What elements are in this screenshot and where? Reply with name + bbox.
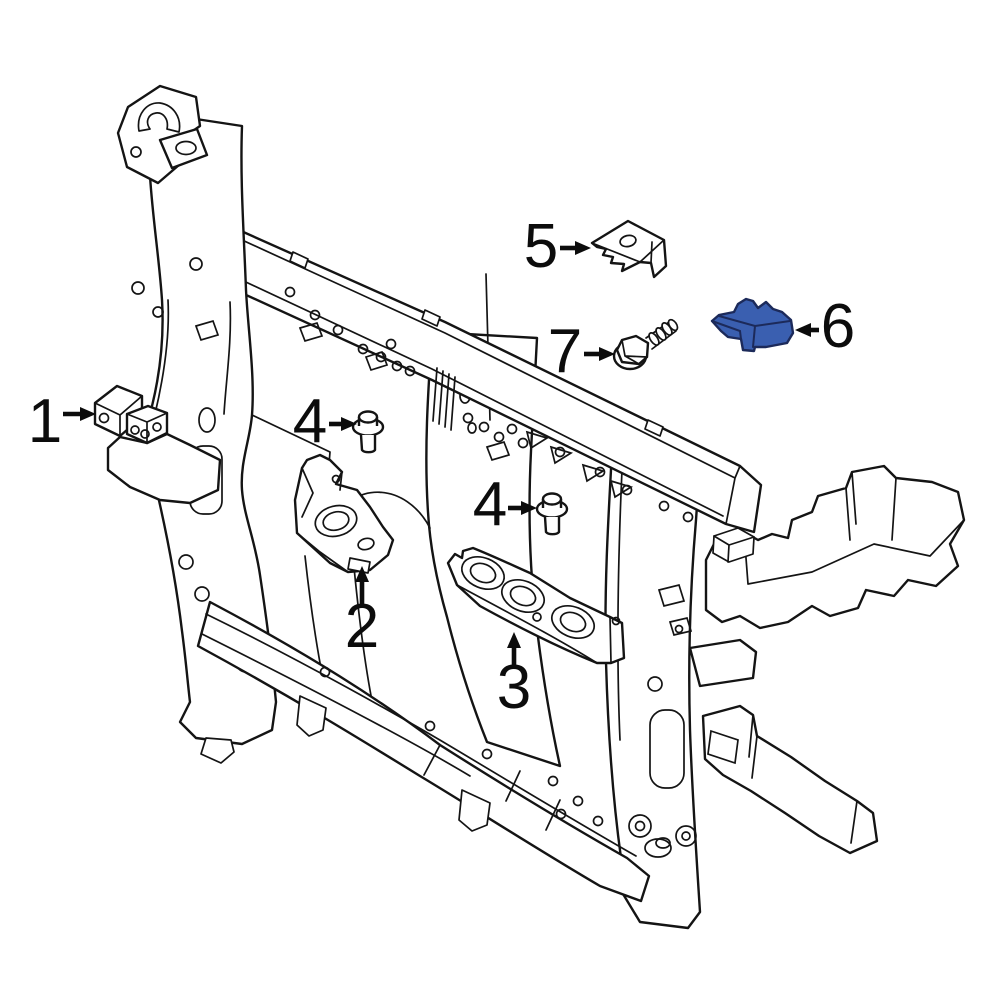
callout-1-arrowhead: [80, 407, 96, 421]
part-3-lower-bracket[interactable]: [446, 546, 626, 665]
crossmember-holes: [319, 666, 604, 827]
upper-tie-bar: [161, 200, 763, 534]
callout-7-label: 7: [548, 317, 582, 386]
callout-6-arrowhead: [795, 323, 811, 337]
right-side-support: [604, 450, 702, 930]
right-upper-arm: [704, 464, 966, 630]
callout-1-label: 1: [28, 387, 62, 456]
right-lower-arm: [688, 638, 879, 855]
callout-6-label: 6: [821, 292, 855, 361]
callout-3-arrowhead: [507, 632, 521, 648]
callout-2-arrowhead: [355, 566, 369, 582]
callout-5-arrowhead: [575, 241, 591, 255]
lower-crossmember: [196, 600, 651, 903]
callout-4b-label: 4: [473, 470, 507, 539]
callout-5[interactable]: 5: [524, 212, 591, 281]
callout-2[interactable]: 2: [345, 566, 379, 661]
part-4-bolt-b[interactable]: [535, 492, 569, 536]
callout-3[interactable]: 3: [497, 632, 531, 722]
left-side-support: [116, 84, 278, 764]
part-2-mount-bracket[interactable]: [293, 453, 395, 574]
callout-7[interactable]: 7: [548, 317, 615, 386]
callout-4a-label: 4: [293, 387, 327, 456]
callout-7-arrowhead: [599, 347, 615, 361]
part-7-screw[interactable]: [612, 318, 679, 371]
tie-bar-holes: [189, 219, 694, 523]
callout-4a[interactable]: 4: [293, 387, 357, 456]
callout-4b-arrowhead: [521, 501, 537, 515]
main-assembly: [116, 84, 966, 930]
callout-5-label: 5: [524, 212, 558, 281]
part-4-bolt-a[interactable]: [351, 410, 385, 454]
part-5-clip-bracket[interactable]: [590, 219, 668, 279]
callout-4b[interactable]: 4: [473, 470, 537, 539]
callout-4a-arrowhead: [341, 417, 357, 431]
callout-1[interactable]: 1: [28, 387, 96, 456]
callout-6[interactable]: 6: [795, 292, 855, 361]
part-1-side-bracket[interactable]: [93, 384, 222, 505]
part-6-retainer-clip-highlighted[interactable]: [710, 297, 795, 353]
